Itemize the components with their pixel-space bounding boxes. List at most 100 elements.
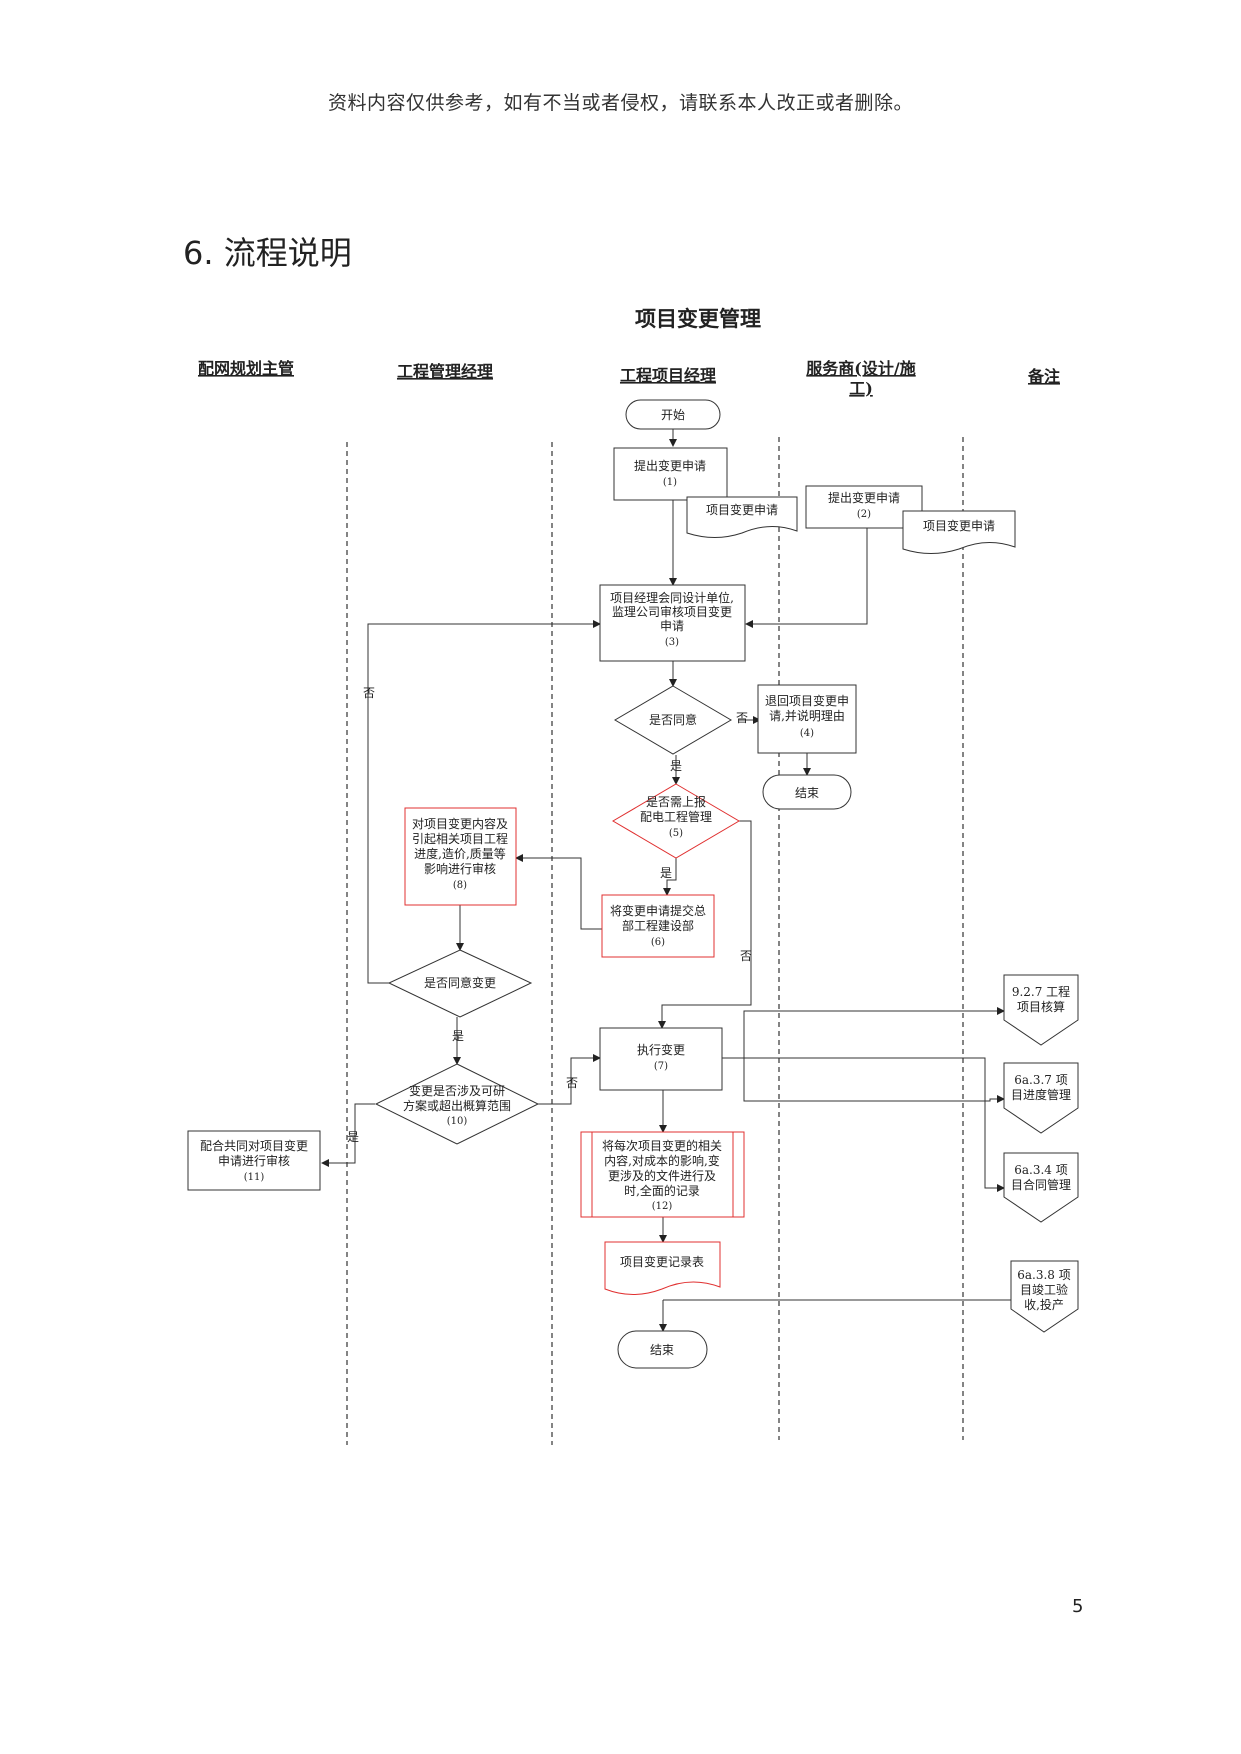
decision-10-line-2: 方案或超出概算范围 bbox=[403, 1098, 511, 1113]
decision-change-label: 是否同意变更 bbox=[424, 975, 496, 990]
end-2-label: 结束 bbox=[650, 1343, 674, 1357]
process-11-number: (11) bbox=[244, 1172, 265, 1183]
decision-agree: 是否同意 bbox=[614, 685, 732, 755]
reference-2-line-1: 6a.3.7 项 bbox=[1014, 1073, 1068, 1087]
process-8-line-4: 影响进行审核 bbox=[424, 861, 496, 876]
edge-n6-n8 bbox=[515, 854, 602, 930]
reference-3-line-1: 6a.3.4 项 bbox=[1014, 1163, 1068, 1177]
edge-n7-r1 bbox=[722, 1007, 1005, 1059]
label-yes-d5: 是 bbox=[660, 866, 672, 880]
lane-header-eng-mgr: 工程管理经理 bbox=[397, 362, 493, 381]
lane-header-pm: 工程项目经理 bbox=[620, 366, 716, 385]
process-review-impact-8: 对项目变更内容及 引起相关项目工程 进度,造价,质量等 影响进行审核 (8) bbox=[404, 807, 517, 906]
decision-5-line-1: 是否需上报 bbox=[646, 794, 706, 809]
process-1-number: (1) bbox=[663, 477, 677, 488]
process-11-line-1: 配合共同对项目变更 bbox=[200, 1138, 308, 1153]
reference-completion-acceptance: 6a.3.8 项 目竣工验 收,投产 bbox=[1010, 1260, 1079, 1333]
reference-4-line-1: 6a.3.8 项 bbox=[1017, 1268, 1071, 1282]
edge-n7-r3 bbox=[722, 1057, 1005, 1192]
document-1-label: 项目变更申请 bbox=[706, 502, 778, 517]
label-yes-d10: 是 bbox=[347, 1130, 359, 1144]
process-12-line-3: 更涉及的文件进行及 bbox=[608, 1168, 716, 1183]
decision-5-line-2: 配电工程管理 bbox=[640, 809, 712, 824]
process-record-change-12: 将每次项目变更的相关 内容,对成本的影响,变 更涉及的文件进行及 时,全面的记录… bbox=[580, 1131, 745, 1218]
document-3-label: 项目变更记录表 bbox=[620, 1254, 704, 1269]
page-number: 5 bbox=[1072, 1596, 1084, 1617]
process-7-number: (7) bbox=[654, 1061, 668, 1072]
reference-4-line-2: 目竣工验 bbox=[1020, 1282, 1068, 1297]
decision-report-5: 是否需上报 配电工程管理 (5) bbox=[612, 783, 740, 859]
start-node: 开始 bbox=[625, 399, 721, 430]
edge-d10-n11-yes bbox=[321, 1103, 375, 1167]
process-8-number: (8) bbox=[453, 880, 467, 891]
document-change-request-1: 项目变更申请 bbox=[686, 496, 798, 538]
label-yes-agree: 是 bbox=[670, 759, 682, 773]
edge-d5-n6 bbox=[663, 858, 677, 896]
process-3-line-3: 申请 bbox=[660, 619, 684, 633]
process-4-number: (4) bbox=[800, 728, 814, 739]
process-4-line-2: 请,并说明理由 bbox=[769, 708, 845, 723]
process-12-line-1: 将每次项目变更的相关 bbox=[602, 1138, 722, 1153]
label-no-d10: 否 bbox=[566, 1076, 578, 1090]
edge-dchange-n3-no bbox=[367, 620, 601, 984]
process-12-line-2: 内容,对成本的影响,变 bbox=[604, 1153, 720, 1168]
process-2-number: (2) bbox=[857, 509, 871, 520]
process-7-label: 执行变更 bbox=[637, 1042, 685, 1057]
process-6-line-2: 部工程建设部 bbox=[622, 918, 694, 933]
edge-d10-n7-no bbox=[538, 1054, 601, 1105]
document-change-record: 项目变更记录表 bbox=[604, 1241, 721, 1295]
process-8-line-1: 对项目变更内容及 bbox=[412, 816, 508, 831]
reference-schedule-management: 6a.3.7 项 目进度管理 bbox=[1003, 1062, 1079, 1134]
label-no-agree: 否 bbox=[736, 711, 748, 725]
end-node-2: 结束 bbox=[617, 1330, 708, 1369]
diagram-title: 项目变更管理 bbox=[635, 306, 761, 331]
process-review-change-3: 项目经理会同设计单位, 监理公司审核项目变更 申请 (3) bbox=[599, 584, 746, 662]
process-2-label: 提出变更申请 bbox=[828, 490, 900, 505]
process-return-request-4: 退回项目变更申 请,并说明理由 (4) bbox=[757, 684, 857, 754]
process-6-number: (6) bbox=[651, 937, 665, 948]
document-2-label: 项目变更申请 bbox=[923, 518, 995, 533]
reference-3-line-2: 目合同管理 bbox=[1011, 1177, 1071, 1192]
lane-header-provider-1: 服务商(设计/施 bbox=[806, 359, 915, 378]
reference-4-line-3: 收,投产 bbox=[1024, 1297, 1064, 1312]
lane-header-notes: 备注 bbox=[1027, 367, 1060, 386]
reference-project-accounting: 9.2.7 工程 项目核算 bbox=[1003, 974, 1079, 1046]
edge-n2-n3 bbox=[745, 528, 868, 628]
decision-5-number: (5) bbox=[669, 828, 683, 839]
decision-10-line-1: 变更是否涉及可研 bbox=[409, 1083, 505, 1098]
process-4-line-1: 退回项目变更申 bbox=[765, 693, 849, 708]
start-label: 开始 bbox=[661, 408, 685, 422]
process-submit-hq-6: 将变更申请提交总 部工程建设部 (6) bbox=[601, 894, 715, 958]
process-12-line-4: 时,全面的记录 bbox=[624, 1183, 700, 1198]
end-1-label: 结束 bbox=[795, 786, 819, 800]
section-title: 6. 流程说明 bbox=[183, 234, 352, 272]
process-3-number: (3) bbox=[665, 637, 679, 648]
process-execute-change-7: 执行变更 (7) bbox=[599, 1027, 723, 1091]
process-6-line-1: 将变更申请提交总 bbox=[610, 903, 706, 918]
process-11-line-2: 申请进行审核 bbox=[218, 1153, 290, 1168]
label-no-change: 否 bbox=[363, 686, 375, 700]
decision-agree-change: 是否同意变更 bbox=[387, 949, 533, 1018]
edge-n7-r2 bbox=[743, 1058, 1005, 1103]
reference-2-line-2: 目进度管理 bbox=[1011, 1087, 1071, 1102]
label-no-d5: 否 bbox=[740, 949, 752, 963]
process-8-line-3: 进度,造价,质量等 bbox=[414, 846, 506, 861]
end-node-1: 结束 bbox=[762, 774, 852, 810]
process-3-line-2: 监理公司审核项目变更 bbox=[612, 604, 732, 619]
process-submit-request-1: 提出变更申请 (1) bbox=[613, 447, 728, 501]
lane-header-provider-2: 工) bbox=[849, 379, 873, 398]
process-1-label: 提出变更申请 bbox=[634, 458, 706, 473]
label-yes-change: 是 bbox=[452, 1029, 464, 1043]
edge-d5-n7-no bbox=[658, 820, 752, 1029]
process-8-line-2: 引起相关项目工程 bbox=[412, 831, 508, 846]
decision-10-number: (10) bbox=[447, 1116, 468, 1127]
document-change-request-2: 项目变更申请 bbox=[902, 510, 1016, 554]
process-joint-review-11: 配合共同对项目变更 申请进行审核 (11) bbox=[187, 1130, 321, 1191]
reference-contract-management: 6a.3.4 项 目合同管理 bbox=[1003, 1152, 1079, 1223]
decision-agree-label: 是否同意 bbox=[649, 712, 697, 727]
disclaimer-header: 资料内容仅供参考，如有不当或者侵权，请联系本人改正或者删除。 bbox=[327, 92, 913, 114]
process-3-line-1: 项目经理会同设计单位, bbox=[610, 590, 734, 605]
lane-header-planning: 配网规划主管 bbox=[198, 359, 294, 378]
process-12-number: (12) bbox=[652, 1201, 673, 1212]
